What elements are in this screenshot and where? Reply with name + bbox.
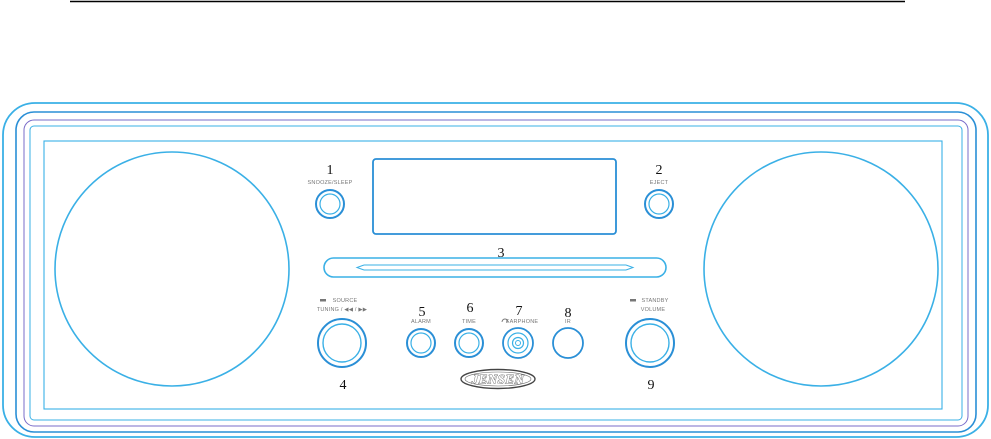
ir-sensor	[553, 328, 583, 358]
standby-label: STANDBY	[642, 298, 669, 304]
snooze-sleep-label: SNOOZE/SLEEP	[308, 180, 353, 186]
volume-label: VOLUME	[641, 307, 666, 313]
alarm-label: ALARM	[411, 319, 431, 325]
callout-3: 3	[498, 246, 505, 261]
callout-5: 5	[419, 305, 426, 320]
standby-label-group: STANDBY VOLUME	[630, 298, 669, 313]
callout-9: 9	[648, 378, 655, 393]
brand-text: JENSEN	[471, 372, 525, 387]
earphone-label-group: EARPHONE	[502, 319, 538, 325]
source-label: SOURCE	[333, 298, 358, 304]
time-label: TIME	[462, 319, 476, 325]
alarm-button[interactable]	[407, 329, 435, 357]
ir-label: IR	[565, 319, 571, 325]
callout-4: 4	[340, 378, 347, 393]
earphone-jack[interactable]	[503, 328, 533, 358]
time-button[interactable]	[455, 329, 483, 357]
tuning-label: TUNING / ◀◀ / ▶▶	[317, 307, 368, 313]
snooze-sleep-button[interactable]	[316, 190, 344, 218]
right-speaker	[704, 152, 938, 386]
callout-6: 6	[467, 301, 474, 316]
callout-7: 7	[516, 304, 523, 319]
standby-volume-knob[interactable]	[626, 319, 674, 367]
lcd-display	[373, 159, 616, 234]
cd-slot	[324, 258, 666, 277]
earphone-label: EARPHONE	[506, 319, 539, 325]
eject-label: EJECT	[650, 180, 669, 186]
source-label-group: SOURCE TUNING / ◀◀ / ▶▶	[317, 298, 368, 313]
eject-glyph-right	[630, 299, 636, 302]
callout-2: 2	[656, 163, 663, 178]
eject-glyph-left	[320, 299, 326, 302]
jensen-logo: JENSEN	[461, 370, 535, 389]
eject-button[interactable]	[645, 190, 673, 218]
source-tuning-knob[interactable]	[318, 319, 366, 367]
callout-1: 1	[327, 163, 334, 178]
left-speaker	[55, 152, 289, 386]
